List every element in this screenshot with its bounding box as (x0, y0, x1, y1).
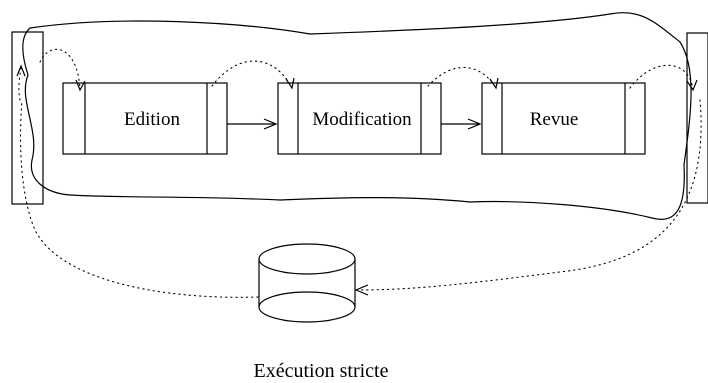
right-side-bar (686, 32, 708, 204)
dotted-loop-from-database (19, 99, 259, 298)
dotted-left-up (18, 67, 22, 101)
dotted-arc-modification-to-revue (427, 66, 497, 89)
dotted-arrowhead (16, 64, 26, 77)
edition-label: Edition (124, 109, 180, 130)
dotted-arc-revue-to-right (629, 64, 694, 91)
dotted-arc-left-to-edition (39, 48, 81, 91)
dotted-arc-edition-to-modification (211, 60, 293, 89)
dotted-arrowhead (489, 77, 499, 90)
revue-label: Revue (530, 109, 579, 130)
diagram-caption: Exécution stricte (254, 360, 389, 382)
dotted-arrowhead (686, 79, 698, 92)
dotted-arrowhead (285, 77, 295, 90)
edition-box: Edition (62, 82, 228, 155)
dotted-arrowhead (75, 79, 86, 92)
modification-label: Modification (312, 109, 412, 130)
modification-box: Modification (277, 82, 442, 155)
dotted-arrowhead (354, 284, 369, 296)
database-cylinder-icon (258, 243, 356, 323)
scope-contour (22, 12, 692, 220)
left-side-bar (11, 31, 44, 205)
arrow-modification-to-revue (441, 118, 482, 130)
arrow-edition-to-modification (227, 118, 278, 130)
revue-box: Revue (481, 82, 646, 155)
